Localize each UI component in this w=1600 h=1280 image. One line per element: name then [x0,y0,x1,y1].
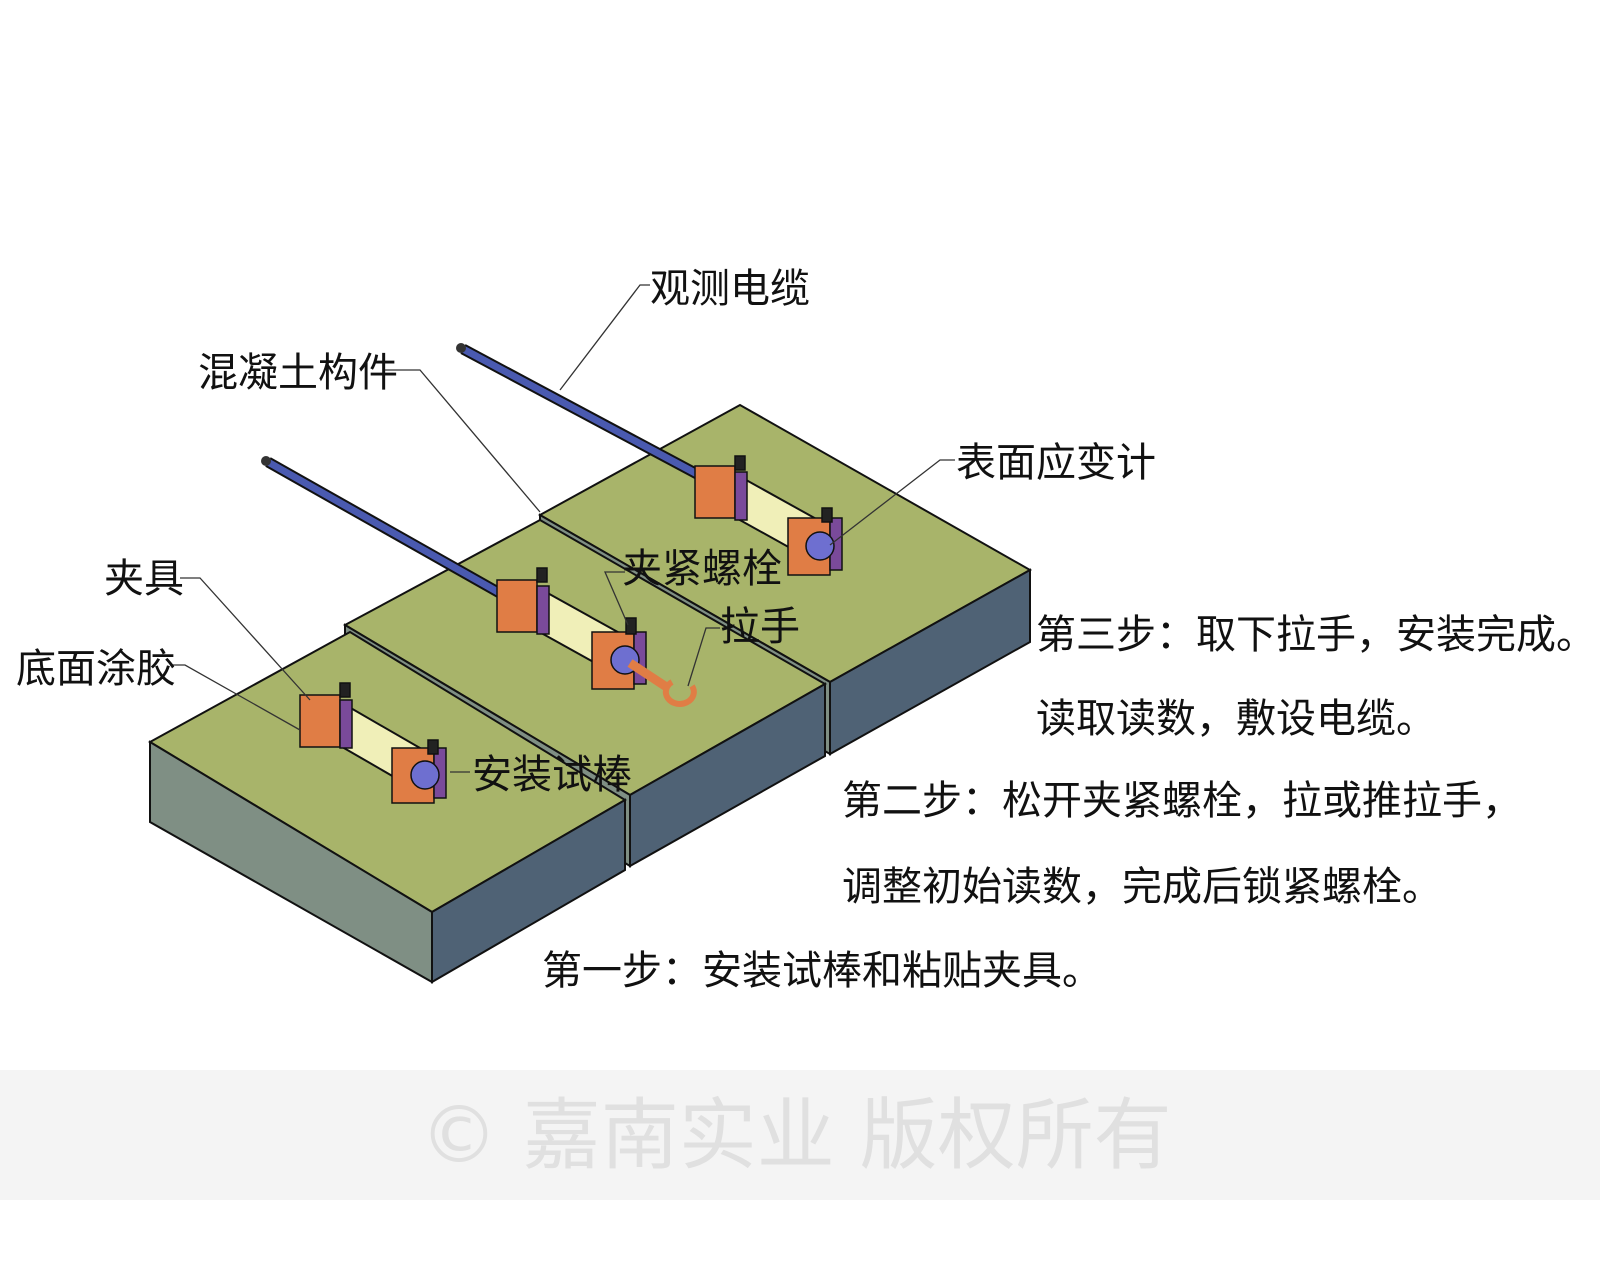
observation-cable-1 [261,456,515,605]
step1-line1: 第一步：安装试棒和粘贴夹具。 [542,948,1102,994]
strain-gauge-3 [694,455,843,576]
watermark: © 嘉南实业 版权所有 [420,1091,1172,1181]
label-surface-strain-gauge: 表面应变计 [956,440,1156,486]
label-test-rod: 安装试棒 [472,752,632,798]
watermark-band [0,1070,1600,1200]
step2-line2: 调整初始读数，完成后锁紧螺栓。 [842,864,1442,910]
label-concrete-member: 混凝土构件 [198,350,398,396]
label-observation-cable: 观测电缆 [650,266,810,312]
label-handle: 拉手 [720,604,800,650]
leader-lines [170,284,955,773]
label-clamp-bolt: 夹紧螺栓 [622,546,782,592]
observation-cable-2 [456,343,715,487]
step3-line1: 第三步：取下拉手，安装完成。 [1036,612,1596,658]
step3-line2: 读取读数，敷设电缆。 [1036,696,1436,742]
strain-gauge-1 [299,682,447,804]
strain-gauge-2 [496,567,697,707]
step2-line1: 第二步：松开夹紧螺栓，拉或推拉手， [842,778,1522,824]
label-bottom-glue: 底面涂胶 [16,646,176,692]
label-clamp: 夹具 [104,556,184,602]
